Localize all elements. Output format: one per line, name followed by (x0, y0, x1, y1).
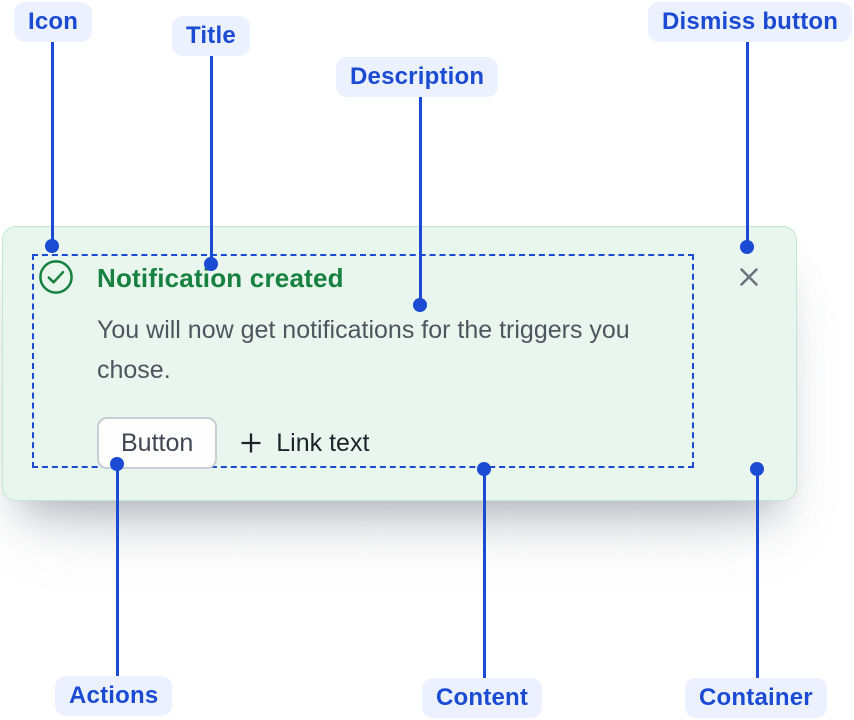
dismiss-button[interactable] (731, 259, 767, 295)
actions-connector-dot (110, 457, 124, 471)
action-link[interactable]: Link text (239, 429, 369, 458)
annotation-label-title: Title (172, 16, 250, 56)
notification-description: You will now get notifications for the t… (97, 316, 630, 384)
content-connector-line (482, 469, 486, 678)
icon-connector-dot (45, 239, 59, 253)
check-circle-icon (38, 259, 74, 295)
title-connector-dot (204, 257, 218, 271)
content-region-outline (32, 254, 694, 468)
notification-container: Notification created You will now get no… (2, 226, 797, 501)
actions-connector-line (115, 464, 119, 676)
title-connector-line (209, 53, 213, 264)
dismiss-connector-dot (740, 240, 754, 254)
annotation-label-actions: Actions (55, 676, 173, 716)
annotation-label-icon: Icon (14, 2, 93, 42)
close-icon (733, 261, 765, 293)
description-connector-dot (413, 298, 427, 312)
description-connector-line (418, 96, 422, 305)
content-connector-dot (477, 462, 491, 476)
notification-title: Notification created (97, 263, 344, 293)
action-link-label: Link text (276, 428, 370, 457)
annotation-label-dismiss: Dismiss button (648, 2, 853, 42)
annotation-label-container: Container (685, 678, 827, 718)
annotation-label-content: Content (422, 678, 543, 718)
action-button[interactable]: Button (97, 417, 218, 469)
container-connector-dot (750, 462, 764, 476)
container-connector-line (755, 469, 759, 678)
icon-connector-line (50, 40, 54, 246)
dismiss-connector-line (745, 40, 749, 247)
plus-icon (239, 431, 263, 455)
notification-actions: Button Link text (97, 416, 369, 470)
annotation-label-description: Description (336, 57, 499, 97)
